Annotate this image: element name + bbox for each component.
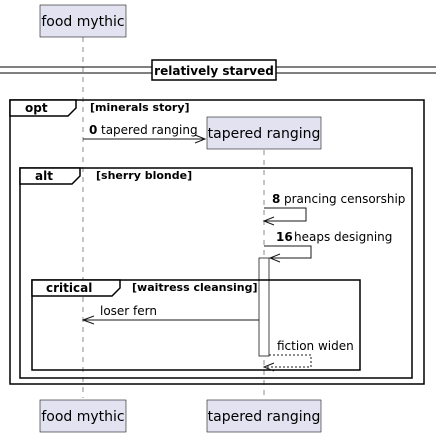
divider-label: relatively starved: [154, 64, 274, 78]
divider: relatively starved: [0, 59, 436, 81]
alt-guard: [sherry blonde]: [96, 169, 192, 182]
critical-guard: [waitress cleansing]: [132, 281, 258, 294]
participant-tapered-ranging-bottom: tapered ranging: [206, 399, 322, 433]
message-label: loser fern: [100, 304, 157, 318]
participant-food-mythic-bottom: food mythic: [39, 399, 127, 433]
participant-label: food mythic: [41, 14, 124, 30]
message-label: prancing censorship: [284, 192, 405, 206]
message-number: 8: [272, 192, 280, 206]
message-self-8: 8 prancing censorship: [262, 192, 405, 226]
participant-tapered-ranging-created: tapered ranging: [206, 116, 322, 150]
message-loser-fern: loser fern: [81, 304, 259, 325]
message-number: 0: [89, 123, 97, 137]
participant-food-mythic-top: food mythic: [39, 4, 127, 38]
message-label: tapered ranging: [101, 123, 198, 137]
participant-label: food mythic: [41, 409, 124, 425]
message-number: 16: [276, 230, 293, 244]
alt-keyword: alt: [35, 169, 53, 183]
message-self-16: 16 heaps designing: [264, 230, 392, 263]
opt-guard: [minerals story]: [90, 101, 190, 114]
message-label: fiction widen: [277, 339, 354, 353]
activation-bar: [258, 257, 270, 357]
participant-label: tapered ranging: [208, 409, 321, 425]
critical-fragment: critical [waitress cleansing]: [31, 279, 361, 371]
message-fiction-widen: fiction widen: [262, 339, 354, 372]
participant-label: tapered ranging: [208, 126, 321, 142]
critical-keyword: critical: [46, 281, 92, 295]
opt-fragment: opt [minerals story]: [9, 99, 425, 385]
opt-keyword: opt: [25, 101, 48, 115]
message-label: heaps designing: [294, 230, 392, 244]
alt-fragment: alt [sherry blonde]: [19, 167, 413, 379]
message-create: 0 tapered ranging: [83, 123, 207, 144]
